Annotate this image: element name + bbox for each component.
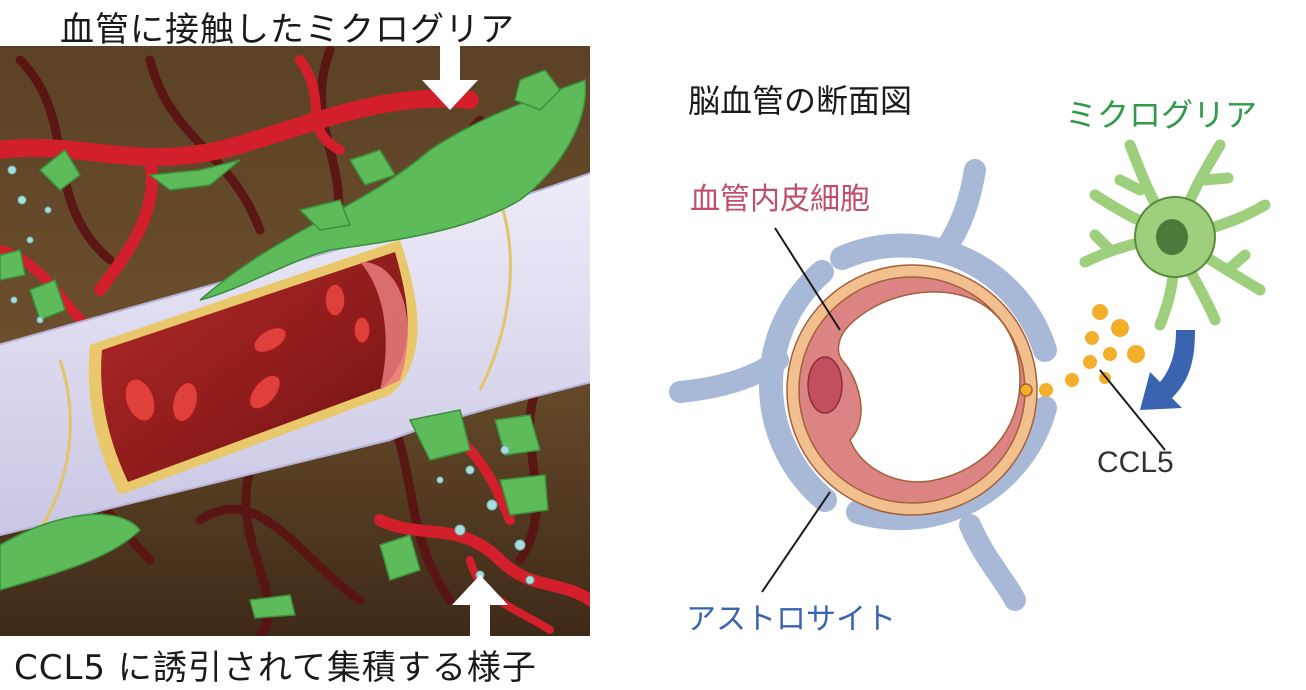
endothelial-nucleus bbox=[807, 356, 843, 414]
arrow-up-bottom bbox=[452, 575, 508, 636]
top-caption: 血管に接触したミクログリア bbox=[60, 10, 515, 50]
bottom-caption: CCL5 に誘引されて集積する様子 bbox=[14, 648, 537, 688]
arrow-down-top bbox=[422, 46, 478, 110]
vessel-tube bbox=[0, 172, 590, 537]
ccl5-dots bbox=[1039, 304, 1145, 397]
microglia-label: ミクログリア bbox=[1065, 96, 1258, 134]
cross-section-diagram bbox=[669, 139, 1271, 611]
illustrated-microglia bbox=[0, 69, 587, 619]
microglia-cell bbox=[1079, 139, 1271, 331]
astrocyte-label: アストロサイト bbox=[686, 602, 896, 637]
red-blood-cells bbox=[124, 283, 371, 423]
vessel-illustration bbox=[0, 46, 590, 636]
lumen bbox=[837, 291, 1021, 483]
leader-lines bbox=[761, 227, 1166, 593]
blue-arrow bbox=[1140, 330, 1195, 410]
ccl5-label: CCL5 bbox=[1097, 446, 1174, 479]
microglia-nucleus bbox=[1156, 219, 1188, 255]
diagram-title: 脳血管の断面図 bbox=[688, 82, 913, 120]
ccl5-particles bbox=[7, 165, 535, 585]
endothelial-label: 血管内皮細胞 bbox=[690, 182, 870, 217]
